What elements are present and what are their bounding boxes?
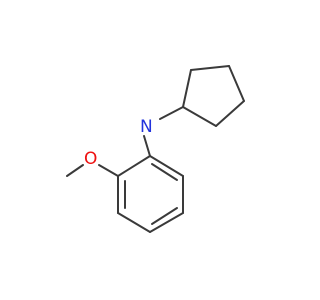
bond <box>190 65 230 71</box>
bond <box>117 155 151 177</box>
nitrogen-atom-label: N <box>140 117 153 137</box>
bond <box>98 164 119 177</box>
bond <box>66 164 84 177</box>
molecule-drawing: N O <box>66 65 245 233</box>
bond <box>159 106 184 120</box>
bond <box>117 212 151 233</box>
bond <box>143 135 151 157</box>
bond <box>182 106 217 127</box>
bond <box>149 212 184 233</box>
structure-canvas: N O <box>66 65 245 233</box>
bond <box>228 65 245 102</box>
cyclopentyl-ring <box>182 65 245 127</box>
double-bond-inner <box>151 163 178 181</box>
double-bond-inner <box>151 207 178 225</box>
bond <box>182 69 192 108</box>
benzene-ring <box>117 155 184 233</box>
oxygen-atom-label: O <box>84 149 97 169</box>
bond <box>149 155 184 177</box>
bond <box>215 100 245 127</box>
